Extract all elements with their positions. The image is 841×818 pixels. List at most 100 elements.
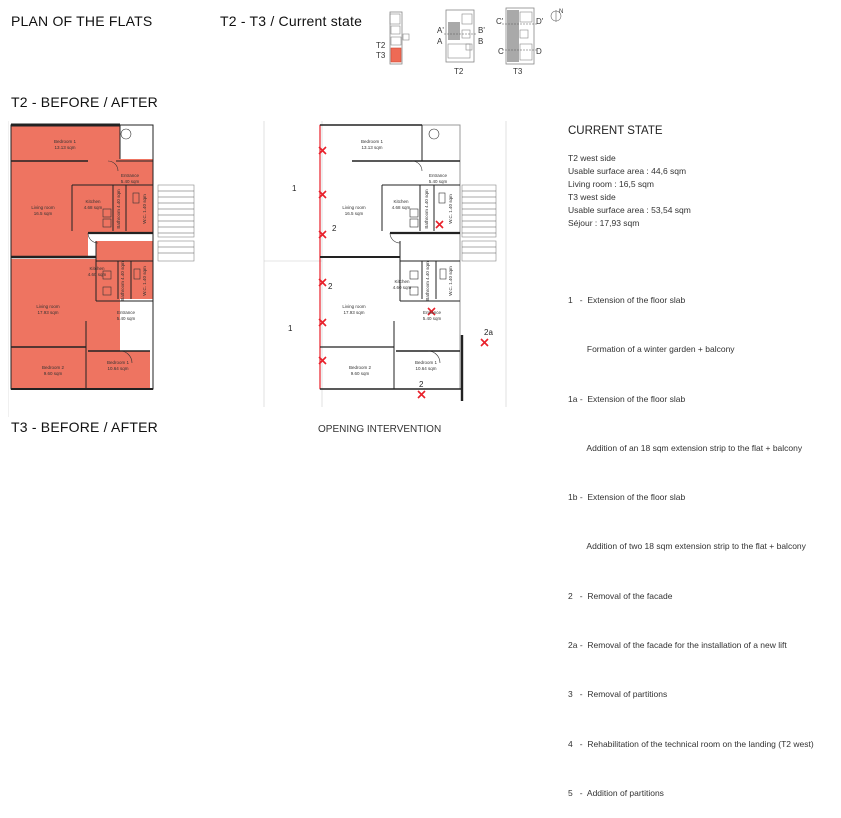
section-a-label: A (437, 37, 443, 46)
label-bedroom1b-name: Bedroom 1 (107, 360, 130, 365)
current-state-details: T2 west side Usable surface area : 44,6 … (568, 152, 691, 230)
label-bedroom1-area: 13.13 sqm (54, 145, 75, 150)
label-bedroom2-name-r: Bedroom 2 (349, 365, 372, 370)
cross-marker (318, 278, 327, 287)
label-wc-t3: W.C. 1.40 sqm (142, 266, 147, 296)
legend-line: 1a - Extension of the floor slab (568, 393, 686, 404)
label-bedroom1b-name-r: Bedroom 1 (415, 360, 438, 365)
floor-plan-before-after: Bedroom 1 13.13 sqm Entrance 5.40 sqm Li… (8, 121, 195, 417)
label-kitchen-t3-name: Kitchen (89, 266, 105, 271)
label-bath-t3-r: Bathroom 4.40 sqm (425, 261, 430, 301)
current-state-title: CURRENT STATE (568, 125, 663, 137)
intervention-number-1-top: 1 (292, 184, 297, 193)
section-d-label: D (536, 47, 542, 56)
label-living-t3-name: Living room (36, 304, 60, 309)
label-bedroom2-name: Bedroom 2 (42, 365, 65, 370)
key-plan-mini-t3: C' C D' D T3 (496, 7, 544, 76)
legend-line: 1 - Extension of the floor slab (568, 295, 686, 305)
cross-marker (427, 307, 436, 316)
label-entrance-t3-area-r: 5.40 sqm (423, 316, 442, 321)
label-living-t3-area: 17.93 sqm (37, 310, 58, 315)
t3-highlight (390, 47, 402, 63)
intervention-number-2-mid: 2 (328, 282, 333, 291)
label-entrance-t3-name: Entrance (117, 310, 136, 315)
label-entrance-t2-area-r: 5.40 sqm (429, 179, 448, 184)
legend-line: 5 - Addition of partitions (568, 787, 664, 798)
key-mini-t2-label: T2 (454, 67, 464, 76)
section-d-prime-label: D' (536, 17, 544, 26)
intervention-number-2a: 2a (484, 328, 493, 337)
label-bedroom1b-area-r: 10.64 sqm (415, 366, 436, 371)
label-bedroom2-area-r: 9.60 sqm (351, 371, 370, 376)
north-arrow-icon: N (550, 9, 563, 22)
intervention-numbers: 1 2 2 1 2a 2 (288, 184, 493, 389)
legend-line: 1b - Extension of the floor slab (568, 492, 686, 503)
key-mini-t3-label: T3 (513, 67, 523, 76)
cross-marker (480, 338, 489, 347)
label-bath-t2: Bathroom 4.40 sqm (116, 189, 121, 229)
label-kitchen-t3-area: 4.60 sqm (88, 272, 107, 277)
legend-line: 2 - Removal of the facade (568, 590, 673, 601)
label-bedroom1-area-r: 13.13 sqm (361, 145, 382, 150)
label-entrance-t2-name-r: Entrance (429, 173, 448, 178)
label-wc-t2: W.C. 1.40 sqm (142, 194, 147, 224)
label-living-t3-name-r: Living room (342, 304, 366, 309)
label-bath-t2-r: Bathroom 4.40 sqm (424, 189, 429, 229)
legend-line: 4 - Rehabilitation of the technical room… (568, 738, 814, 749)
t3-before-after-heading: T3 - BEFORE / AFTER (11, 419, 158, 435)
current-state-line: T2 west side (568, 153, 616, 163)
current-state-line: T3 west side (568, 192, 616, 202)
intervention-number-2-bottom: 2 (419, 380, 424, 389)
legend-line: 2a - Removal of the facade for the insta… (568, 640, 787, 651)
t2-before-after-heading: T2 - BEFORE / AFTER (11, 94, 158, 110)
key-plan-mini-1: T2 T3 (376, 11, 410, 65)
staircase-right (461, 184, 497, 262)
flat-t2-fill (11, 125, 153, 257)
legend-line: Addition of two 18 sqm extension strip t… (568, 541, 806, 552)
label-kitchen-t2-name-r: Kitchen (393, 199, 409, 204)
key-plan: T2 T3 A' A B' B T2 C' C D' D T3 N (376, 7, 563, 76)
staircase (157, 184, 195, 262)
section-b-prime-label: B' (478, 26, 485, 35)
cross-marker (417, 390, 426, 399)
fixtures (87, 128, 141, 364)
section-b-label: B (478, 37, 483, 46)
key-plan-mini-t2: A' A B' B T2 (437, 9, 485, 76)
label-living-t3-area-r: 17.93 sqm (343, 310, 364, 315)
key-t2-label: T2 (376, 41, 386, 50)
bedroom-fill (88, 351, 150, 389)
cross-marker (318, 230, 327, 239)
label-bedroom2-area: 9.60 sqm (44, 371, 63, 376)
current-state-heading: T2 - T3 / Current state (220, 13, 363, 29)
cross-marker (435, 220, 444, 229)
plan-title: PLAN OF THE FLATS (11, 13, 153, 29)
current-state-line: Usable surface area : 53,54 sqm (568, 205, 691, 215)
label-kitchen-t2-area: 4.68 sqm (84, 205, 103, 210)
walls-right (319, 124, 464, 401)
cross-marker (318, 190, 327, 199)
intervention-legend: 1 - Extension of the floor slab Formatio… (568, 258, 814, 818)
label-bath-t3: Bathroom 4.40 sqm (120, 261, 125, 301)
label-bedroom1-name: Bedroom 1 (54, 139, 77, 144)
key-t3-label: T3 (376, 51, 386, 60)
legend-line: 3 - Removal of partitions (568, 689, 668, 700)
label-kitchen-t3-name-r: Kitchen (394, 279, 410, 284)
label-entrance-t2-area: 5.40 sqm (121, 179, 140, 184)
opening-intervention-caption: OPENING INTERVENTION (318, 424, 442, 435)
label-kitchen-t2-name: Kitchen (85, 199, 101, 204)
label-wc-t2-r: W.C. 1.40 sqm (448, 194, 453, 224)
label-living-t2-area: 16.5 sqm (34, 211, 53, 216)
current-state-line: Séjour : 17,93 sqm (568, 218, 640, 228)
cross-marker (318, 356, 327, 365)
room-labels: Bedroom 1 13.13 sqm Entrance 5.40 sqm Li… (31, 139, 147, 376)
section-a-prime-label: A' (437, 26, 444, 35)
label-living-t2-name: Living room (31, 205, 55, 210)
cross-marker (318, 318, 327, 327)
label-living-t2-name-r: Living room (342, 205, 366, 210)
legend-line: Formation of a winter garden + balcony (568, 344, 735, 355)
fixtures-right (389, 128, 447, 364)
label-kitchen-t3-area-r: 4.60 sqm (393, 285, 412, 290)
walls (10, 123, 154, 390)
room-labels-right: Bedroom 1 13.13 sqm Entrance 5.40 sqm Li… (342, 139, 453, 376)
label-bedroom1b-area: 10.64 sqm (107, 366, 128, 371)
